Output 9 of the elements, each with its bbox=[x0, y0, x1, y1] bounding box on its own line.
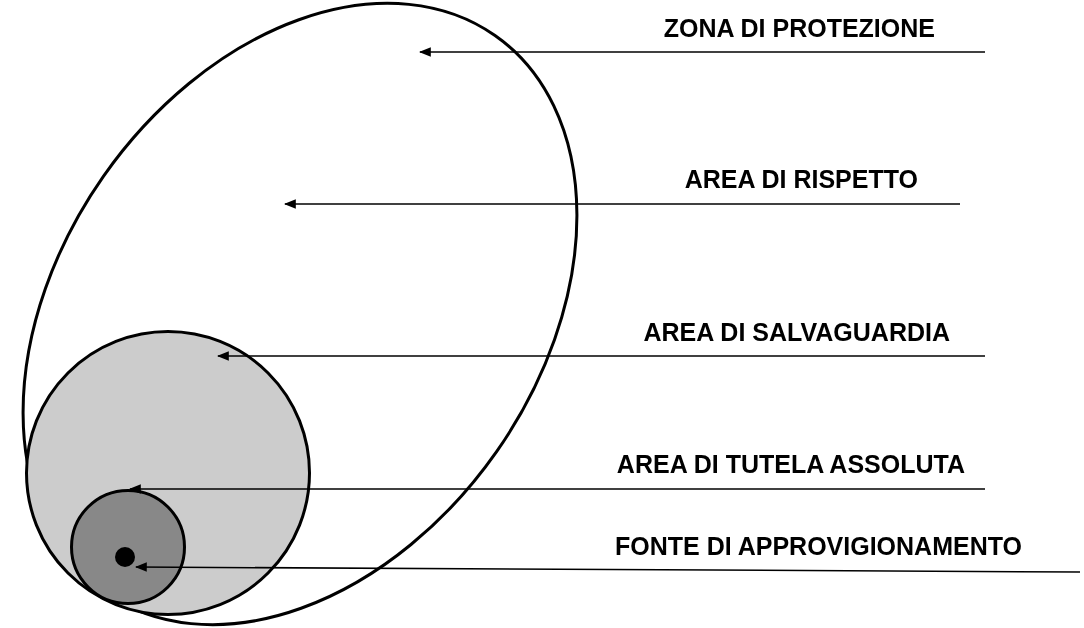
area-label: FONTE DI APPROVIGIONAMENTO bbox=[615, 532, 1022, 561]
leader-line bbox=[216, 351, 986, 361]
area-label: ZONA DI PROTEZIONE bbox=[663, 14, 935, 43]
leader-line bbox=[134, 562, 1081, 573]
area-label: AREA DI RISPETTO bbox=[684, 165, 918, 194]
leader-line bbox=[418, 47, 986, 57]
area-label: AREA DI SALVAGUARDIA bbox=[643, 318, 950, 347]
leader-line bbox=[283, 199, 961, 209]
area-label: AREA DI TUTELA ASSOLUTA bbox=[616, 450, 965, 479]
